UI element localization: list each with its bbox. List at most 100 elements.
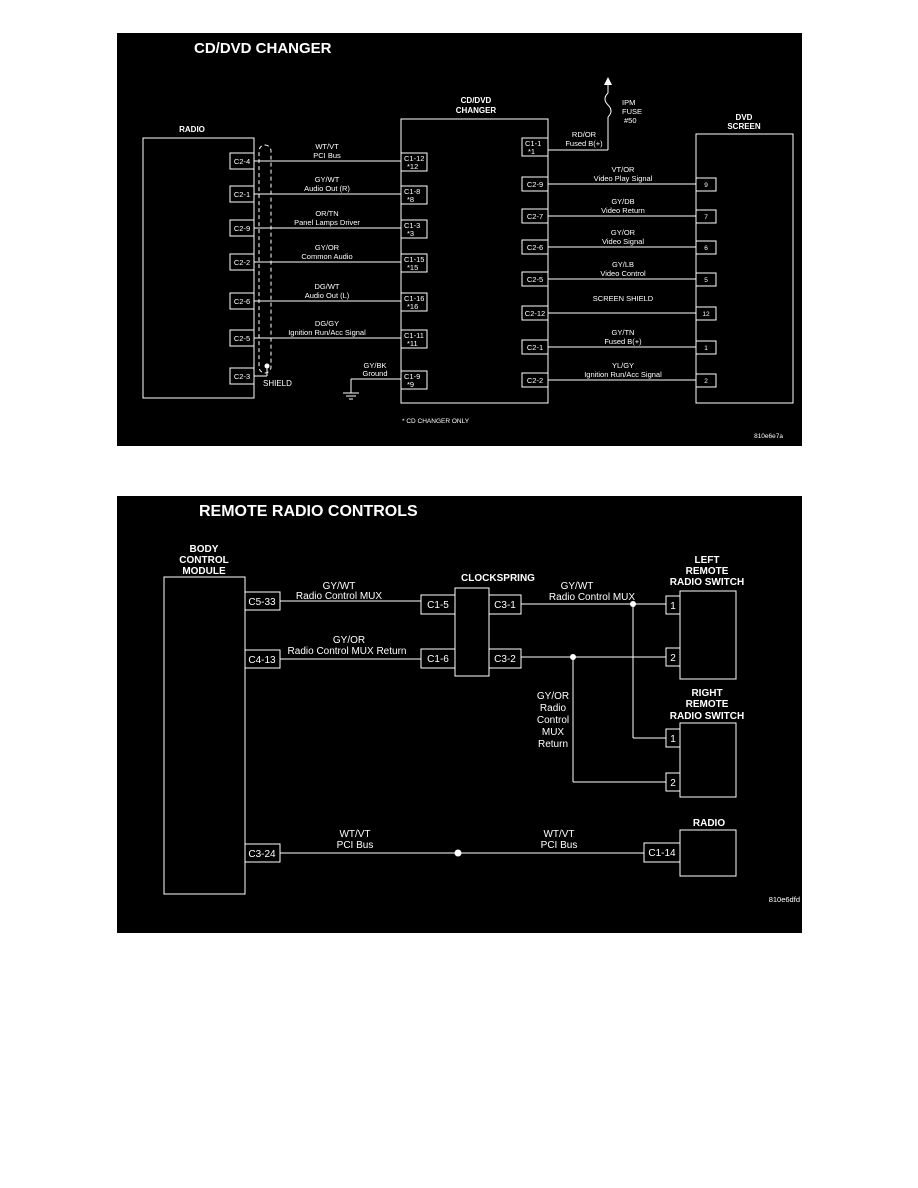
changer-pin-label: C1-15: [404, 255, 424, 264]
clockspring-label: CLOCKSPRING: [461, 573, 535, 584]
figure-id: 810e6e7a: [754, 433, 783, 440]
screen-pin-label: 12: [702, 311, 710, 318]
screen-pin-label: 5: [704, 277, 708, 284]
bcm-label-1: BODY: [190, 544, 219, 555]
clockspring-pin-label: C1-6: [427, 654, 449, 665]
clockspring-pin-c3-2: [488, 648, 522, 669]
shield-loop: [258, 144, 272, 374]
switch-pin-label: 1: [670, 601, 676, 612]
shield-label: SHIELD: [263, 379, 292, 388]
radio-label: RADIO: [179, 125, 205, 134]
changer-pin-label: C1-3: [404, 221, 420, 230]
changer-label-2: CHANGER: [456, 106, 497, 115]
clockspring-pin-label: C3-1: [494, 600, 516, 611]
right-switch-label-3: RADIO SWITCH: [670, 711, 744, 722]
screen-pin-box: [695, 240, 717, 255]
wire-name: Ignition Run/Acc Signal: [584, 370, 662, 379]
screen-pin-label: 6: [704, 245, 708, 252]
wire-name: Radio Control MUX: [296, 591, 382, 602]
vertical-wire-label-1: GY/OR: [537, 691, 569, 702]
wire-name: Panel Lamps Driver: [294, 218, 360, 227]
wire-color: GY/WT: [323, 581, 356, 592]
screen-label-2: SCREEN: [727, 122, 761, 131]
screen-pin-box: [695, 272, 717, 287]
changer-pin-box: [400, 185, 428, 205]
radio-pin-label: C2-2: [234, 258, 250, 267]
wire-color: GY/DB: [611, 197, 634, 206]
radio-label: RADIO: [693, 818, 725, 829]
changer-pin-alt: *12: [407, 162, 418, 171]
left-switch-label-1: LEFT: [695, 555, 720, 566]
changer-pin-alt: *16: [407, 302, 418, 311]
wire-color: GY/OR: [315, 243, 340, 252]
wire-name: Video Control: [600, 269, 646, 278]
fuse-wire-name: Fused B(+): [565, 139, 603, 148]
ground-wire-color: GY/BK: [364, 361, 387, 370]
fuse-arrow-icon: [604, 77, 612, 85]
ipm-fuse-label-1: IPM: [622, 98, 635, 107]
screen-pin-box: [695, 373, 717, 388]
left-switch-label-3: RADIO SWITCH: [670, 577, 744, 588]
left-switch-pin-2: [665, 647, 681, 667]
wire-name: Video Signal: [602, 237, 644, 246]
diagram-title: REMOTE RADIO CONTROLS: [199, 503, 418, 520]
screen-pin-label: 2: [704, 378, 708, 385]
radio-pin-label: C2-1: [234, 190, 250, 199]
changer-pin-box: [400, 292, 428, 312]
ipm-fuse-label-2: FUSE: [622, 107, 642, 116]
switch-pin-label: 2: [670, 653, 676, 664]
wire-color: DG/WT: [315, 282, 340, 291]
radio-pin-label: C2-4: [234, 157, 250, 166]
changer-pin-box: [400, 152, 428, 172]
wire-color: SCREEN SHIELD: [593, 294, 654, 303]
right-switch-pin-2: [665, 772, 681, 792]
vertical-wire-label-5: Return: [538, 739, 568, 750]
wire-name: PCI Bus: [337, 840, 374, 851]
wire-name: Audio Out (L): [305, 291, 350, 300]
vertical-wire-label-3: Control: [537, 715, 569, 726]
wire-color: GY/TN: [612, 328, 635, 337]
changer-pin-label: C1-1: [525, 139, 541, 148]
changer-pin-alt: *11: [407, 339, 418, 348]
changer-out-pin-label: C2-7: [527, 212, 543, 221]
changer-pin-label: C1-12: [404, 154, 424, 163]
changer-out-pin-label: C2-9: [527, 180, 543, 189]
changer-pin-alt: *8: [407, 195, 414, 204]
diagram-title: CD/DVD CHANGER: [194, 40, 332, 57]
wire-name: Ignition Run/Acc Signal: [288, 328, 366, 337]
bcm-pin-label: C5-33: [248, 597, 276, 608]
radio-pin-label: C2-9: [234, 224, 250, 233]
remote-radio-controls-schematic: REMOTE RADIO CONTROLS BODY CONTROL MODUL…: [163, 503, 800, 904]
wire-name: Audio Out (R): [304, 184, 350, 193]
bcm-pin-label: C4-13: [248, 655, 276, 666]
changer-pin-alt: *1: [528, 147, 535, 156]
clockspring-pin-c1-5: [420, 594, 456, 615]
wire-name: PCI Bus: [313, 151, 341, 160]
wire-name: Fused B(+): [604, 337, 642, 346]
wire-color: WT/VT: [339, 829, 370, 840]
screen-pin-box: [695, 306, 717, 321]
wire-color: DG/GY: [315, 319, 339, 328]
switch-pin-label: 2: [670, 778, 676, 789]
right-remote-radio-switch: [679, 722, 737, 798]
left-switch-pin-1: [665, 595, 681, 615]
changer-out-pin-label: C2-1: [527, 343, 543, 352]
bcm-label-2: CONTROL: [179, 555, 228, 566]
left-remote-radio-switch: [679, 590, 737, 680]
changer-pin-alt: *15: [407, 263, 418, 272]
remote-radio-controls-diagram: REMOTE RADIO CONTROLS BODY CONTROL MODUL…: [117, 496, 802, 933]
changer-pin-alt: *3: [407, 229, 414, 238]
wire-name: Radio Control MUX: [549, 592, 635, 603]
wire-color: GY/OR: [333, 635, 365, 646]
changer-out-pin-label: C2-2: [527, 376, 543, 385]
changer-out-pin-label: C2-12: [525, 309, 545, 318]
screen-pin-label: 9: [704, 182, 708, 189]
radio-pin-label: C1-14: [648, 848, 676, 859]
clockspring-module: [454, 587, 490, 677]
changer-pin-box: [400, 219, 428, 239]
wire-color: GY/LB: [612, 260, 634, 269]
wire-color: OR/TN: [315, 209, 338, 218]
changer-label-1: CD/DVD: [461, 96, 492, 105]
